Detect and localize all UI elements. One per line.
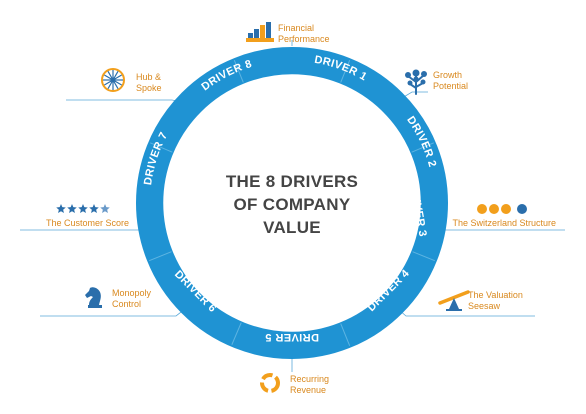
center-title: THE 8 DRIVERS OF COMPANY VALUE	[226, 172, 358, 237]
label-line: Revenue	[290, 385, 327, 395]
chess-knight-icon	[85, 287, 102, 308]
label-line: The Customer Score	[46, 218, 130, 228]
star	[100, 204, 110, 214]
label-line: Recurring	[290, 374, 330, 384]
ring-tick	[149, 251, 172, 262]
label-valuation-seesaw: The Valuation Seesaw	[468, 290, 523, 312]
label-line: Potential	[433, 81, 469, 91]
star	[67, 204, 77, 214]
center-title-line-3: VALUE	[263, 218, 321, 237]
driver-5-label: DRIVER 5	[265, 331, 319, 343]
star	[56, 204, 66, 214]
dots-icon	[477, 204, 527, 214]
label-line: Growth	[433, 70, 463, 80]
label-customer-score: The Customer Score	[46, 218, 129, 229]
drivers-ring	[136, 47, 448, 359]
label-hub-spoke: Hub & Spoke	[136, 72, 162, 94]
star	[89, 204, 99, 214]
ring-tick	[412, 251, 435, 262]
label-line: Spoke	[136, 83, 162, 93]
ring-tick	[231, 322, 242, 345]
center-title-line-2: OF COMPANY	[234, 195, 351, 214]
ring-tick	[340, 60, 351, 83]
ring-inner-edge	[163, 74, 421, 332]
ring-tick	[233, 60, 244, 83]
label-growth-potential: Growth Potential	[433, 70, 468, 92]
wheel-icon	[101, 68, 125, 92]
label-line: Financial	[278, 23, 315, 33]
label-recurring-revenue: Recurring Revenue	[290, 374, 329, 396]
label-line: Hub &	[136, 72, 162, 82]
stars-icon	[56, 204, 110, 214]
label-line: Monopoly	[112, 288, 152, 298]
label-line: The Valuation	[468, 290, 523, 300]
label-line: Performance	[278, 34, 330, 44]
label-line: Seesaw	[468, 301, 501, 311]
label-switzerland-structure: The Switzerland Structure	[452, 218, 556, 229]
ring-tick	[411, 142, 434, 153]
center-title-line-1: THE 8 DRIVERS	[226, 172, 358, 191]
bar-chart-icon	[246, 22, 274, 42]
cycle-icon	[260, 373, 280, 393]
ring-segment-ticks	[149, 60, 435, 346]
seesaw-icon	[438, 290, 470, 311]
label-financial-performance: Financial Performance	[278, 23, 330, 45]
tree-icon	[405, 69, 427, 95]
star	[78, 204, 88, 214]
ring-tick	[150, 142, 173, 153]
label-line: Control	[112, 299, 142, 309]
ring-tick	[340, 323, 351, 346]
label-monopoly-control: Monopoly Control	[112, 288, 151, 310]
label-line: The Switzerland Structure	[452, 218, 556, 228]
